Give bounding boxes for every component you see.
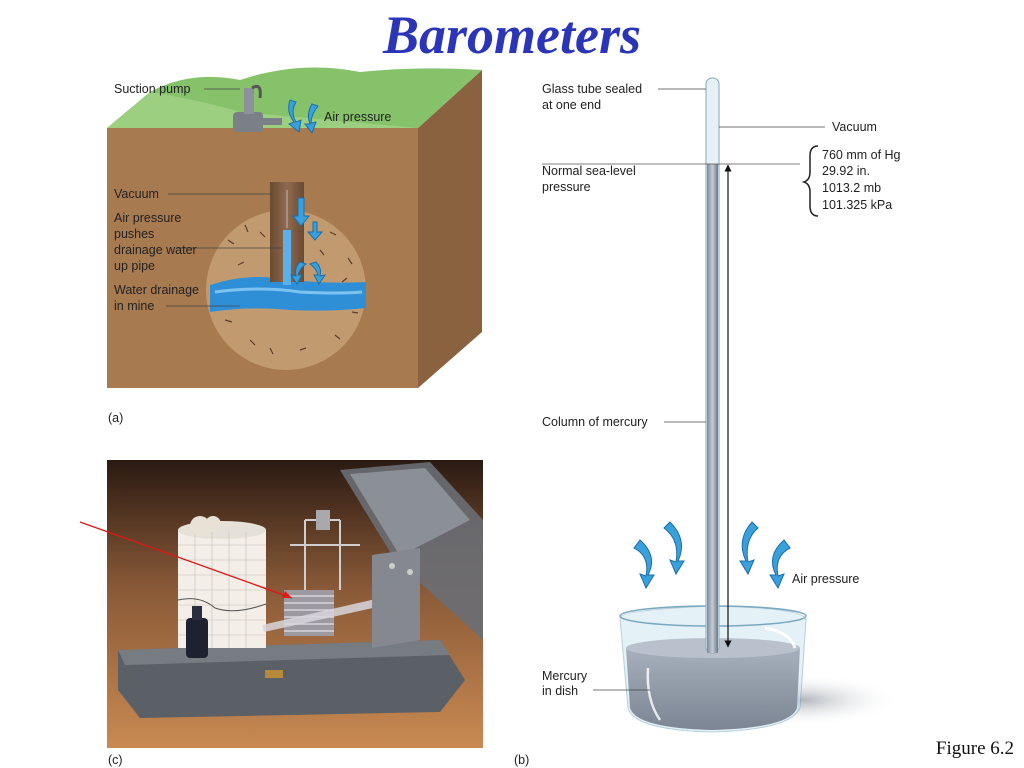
caption-c: (c) [108,753,123,767]
label-vacuum-b: Vacuum [832,120,877,134]
label-pressure-mb: 1013.2 mb [822,181,881,195]
label-pushes-1: Air pressure [114,211,181,225]
air-pressure-arrows-b-icon [633,521,791,590]
label-drain-2: in mine [114,299,154,313]
label-air-pressure-a: Air pressure [324,110,391,124]
pointer-arrow [79,521,293,599]
suction-pump-icon [233,84,282,132]
caption-a: (a) [108,411,123,425]
panel-c-photo [107,460,483,748]
water-channel [210,276,366,312]
label-pressure-inches: 29.92 in. [822,164,870,178]
label-vacuum-a: Vacuum [114,187,159,201]
label-glass-1: Glass tube sealed [542,82,642,96]
label-pushes-3: drainage water [114,243,197,257]
caption-b: (b) [514,753,529,767]
mercury-column [707,164,718,653]
label-drain-1: Water drainage [114,283,199,297]
label-dish-2: in dish [542,684,578,698]
label-pushes-4: up pipe [114,259,155,273]
mercury-in-dish [626,644,800,730]
pipe-water [283,230,291,285]
label-suction-pump: Suction pump [114,82,190,96]
label-dish-1: Mercury [542,669,588,683]
soil-block-side [418,70,482,388]
label-column: Column of mercury [542,415,648,429]
label-sealevel-1: Normal sea-level [542,164,636,178]
air-pressure-arrows-icon [288,99,327,285]
figure-label: Figure 6.2 [935,738,1014,759]
panel-a-illustration [107,67,482,388]
panel-b-illustration [542,77,900,733]
label-pressure-mmhg: 760 mm of Hg [822,148,901,162]
label-air-pressure-b: Air pressure [792,572,859,586]
label-glass-2: at one end [542,98,601,112]
page-title: Barometers [382,5,641,65]
label-pushes-2: pushes [114,227,154,241]
pressure-brace [801,145,819,217]
label-pressure-kpa: 101.325 kPa [822,198,892,212]
label-sealevel-2: pressure [542,180,591,194]
